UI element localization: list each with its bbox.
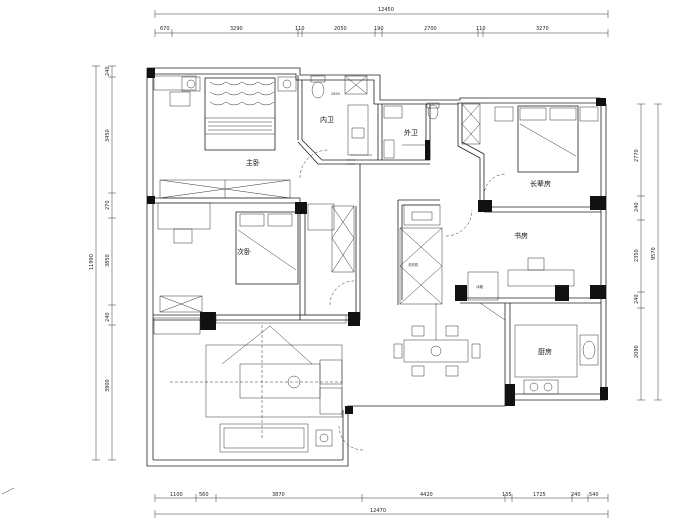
dim-left-seg-2: 3450 [105, 129, 111, 142]
stove-icon [523, 379, 559, 395]
dim-top-seg-3: 110 [295, 26, 305, 32]
dim-top-seg-1: 670 [160, 26, 170, 32]
dim-left-seg-6: 3900 [105, 379, 111, 392]
right-dimension-chain: 2770 240 2350 240 2090 9570 [634, 103, 662, 401]
dim-bottom-seg-6: 1725 [533, 492, 546, 498]
dim-top-seg-6: 2700 [424, 26, 437, 32]
dim-top-seg-7: 110 [476, 26, 486, 32]
master-bed [204, 77, 276, 151]
dim-left-seg-5: 240 [105, 312, 111, 322]
second-bedroom: 次卧 [157, 202, 355, 313]
label-master-bedroom: 主卧 [246, 158, 260, 167]
dim-bottom-seg-3: 3870 [272, 492, 285, 498]
north-mark [1, 487, 15, 495]
study: 洗衣机 冰箱 书房 [399, 204, 575, 305]
dim-bottom-seg-5: 135 [502, 492, 512, 498]
master-bedroom: 主卧 [153, 75, 329, 199]
elder-room: 长辈房 [483, 105, 599, 197]
dim-left-seg-3: 270 [105, 200, 111, 210]
dim-top-seg-4: 2050 [334, 26, 347, 32]
dim-top-seg-5: 190 [374, 26, 384, 32]
second-bed [235, 211, 299, 285]
dim-right-seg-5: 2090 [634, 345, 640, 358]
bottom-dimension-chain: 1100 560 3870 4420 135 1725 240 540 1247… [154, 492, 609, 518]
dim-right-seg-4: 240 [634, 294, 640, 304]
dim-bottom-total: 12470 [370, 508, 386, 514]
dim-left-seg-4: 3850 [105, 254, 111, 267]
dim-top-seg-8: 3270 [536, 26, 549, 32]
dim-bottom-seg-4: 4420 [420, 492, 433, 498]
dim-right-seg-2: 240 [634, 202, 640, 212]
elder-bed [517, 105, 579, 173]
dim-bottom-seg-8: 540 [589, 492, 599, 498]
dim-right-seg-1: 2770 [634, 149, 640, 162]
dim-right-total: 9570 [651, 247, 657, 260]
inner-bathroom: 2850 内卫 [310, 75, 372, 156]
dining-area [393, 302, 506, 377]
left-dimension-chain: 11990 240 3450 270 3850 240 3900 [89, 65, 116, 461]
outer-bath-toilet-icon [427, 104, 439, 120]
label-outer-bath: 外卫 [404, 128, 418, 137]
dim-bottom-seg-1: 1100 [170, 492, 183, 498]
kitchen: 厨房 [514, 324, 599, 395]
dim-top-total: 12450 [378, 7, 394, 13]
top-dimension-chain: 12450 670 3290 110 2050 190 2700 110 327… [154, 7, 609, 37]
dim-left-total: 11990 [89, 254, 95, 270]
label-washer: 洗衣机 [408, 262, 419, 267]
structural-columns [147, 68, 608, 414]
outer-bathroom: 外卫 [383, 102, 481, 159]
label-study: 书房 [514, 231, 528, 240]
dim-bottom-seg-7: 240 [571, 492, 581, 498]
dim-right-seg-3: 2350 [634, 249, 640, 262]
dim-bottom-seg-2: 560 [199, 492, 209, 498]
label-fridge: 冰箱 [476, 284, 484, 289]
label-inner-bath: 内卫 [320, 115, 334, 124]
label-elder-room: 长辈房 [530, 179, 551, 188]
label-second-bedroom: 次卧 [237, 247, 251, 256]
dim-inner-bath: 2850 [331, 92, 340, 96]
dim-top-seg-2: 3290 [230, 26, 243, 32]
coffee-table [239, 363, 321, 399]
inner-bath-toilet-icon [311, 81, 325, 99]
living-room [153, 314, 364, 453]
walls [146, 67, 607, 467]
dining-table [403, 339, 469, 363]
label-kitchen: 厨房 [538, 347, 552, 356]
dim-left-seg-1: 240 [105, 66, 111, 76]
sofa [219, 423, 309, 453]
